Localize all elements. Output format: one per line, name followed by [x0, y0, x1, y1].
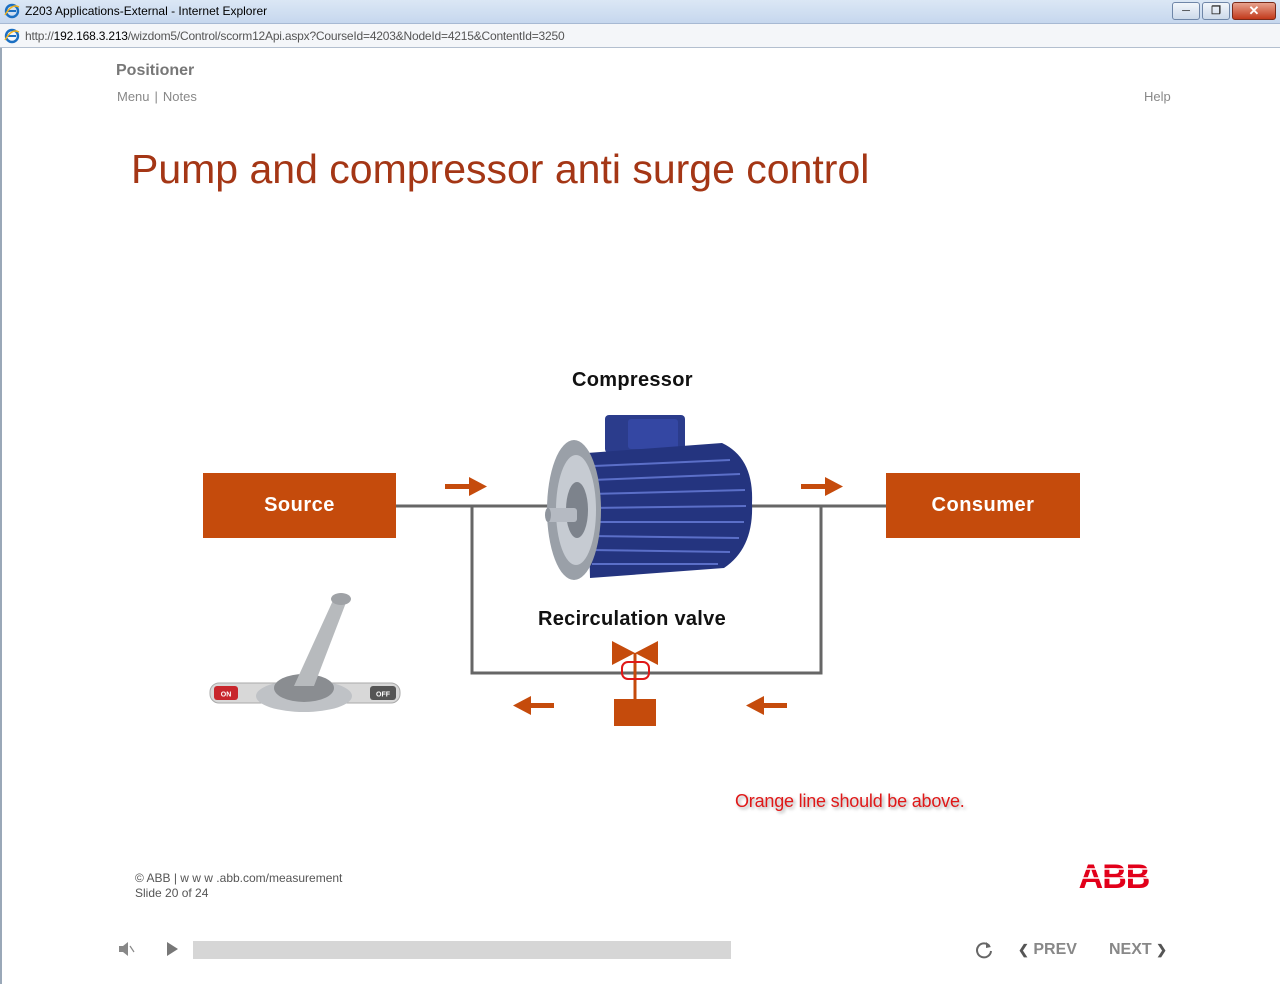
close-icon: ✕ [1248, 3, 1260, 18]
next-button[interactable]: NEXT ❯ [1109, 941, 1167, 959]
flow-arrow-right-2 [801, 477, 843, 496]
address-bar[interactable]: http://192.168.3.213/wizdom5/Control/sco… [0, 24, 1280, 48]
notes-link[interactable]: Notes [162, 89, 197, 104]
menu-link[interactable]: Menu [117, 89, 150, 104]
volume-icon[interactable] [117, 941, 135, 957]
replay-icon[interactable] [974, 940, 994, 960]
url-text[interactable]: http://192.168.3.213/wizdom5/Control/sco… [25, 29, 565, 43]
slide-counter: Slide 20 of 24 [135, 886, 209, 900]
footer-copyright: © ABB | w w w .abb.com/measurement Slide… [135, 871, 342, 901]
play-icon[interactable] [165, 941, 179, 957]
flow-arrow-left-2 [746, 696, 787, 715]
minimize-button[interactable]: ─ [1172, 2, 1200, 20]
compressor-label: Compressor [572, 369, 693, 391]
switch-on-label: ON [221, 692, 232, 699]
window-controls: ─ ❐ ✕ [1170, 2, 1276, 20]
window-title: Z203 Applications-External - Internet Ex… [25, 4, 268, 18]
flow-arrow-right-1 [445, 477, 487, 496]
abb-logo-text: ABB [1079, 860, 1150, 890]
abb-logo: ABB [1075, 860, 1153, 890]
source-label: Source [264, 494, 335, 516]
consumer-box: Consumer [886, 473, 1080, 538]
page-icon [4, 28, 20, 44]
prev-button[interactable]: ❮ PREV [1018, 941, 1077, 959]
close-button[interactable]: ✕ [1232, 2, 1276, 20]
chevron-right-icon: ❯ [1156, 942, 1168, 957]
minimize-icon: ─ [1182, 5, 1190, 17]
restore-icon: ❐ [1211, 5, 1221, 17]
window-titlebar: Z203 Applications-External - Internet Ex… [0, 0, 1280, 24]
progress-bar[interactable] [193, 941, 731, 959]
restore-button[interactable]: ❐ [1202, 2, 1230, 20]
slide-title: Pump and compressor anti surge control [131, 146, 870, 192]
switch-off-label: OFF [376, 692, 391, 699]
consumer-label: Consumer [931, 494, 1035, 516]
internet-explorer-icon [4, 3, 20, 19]
copyright-text: © ABB | w w w .abb.com/measurement [135, 871, 343, 885]
nav-separator: | [154, 89, 158, 104]
url-path: /wizdom5/Control/scorm12Api.aspx?CourseI… [127, 29, 565, 43]
page-content: Positioner Menu | Notes Help Pump and comp… [0, 48, 1280, 984]
help-link[interactable]: Help [1144, 89, 1171, 104]
prev-label: PREV [1033, 941, 1077, 958]
flow-arrow-left-1 [513, 696, 554, 715]
chevron-left-icon: ❮ [1018, 942, 1029, 957]
recirculation-valve-icon [612, 641, 658, 726]
url-host: 192.168.3.213 [53, 29, 128, 43]
url-prefix: http:// [25, 29, 54, 43]
top-nav: Menu | Notes [117, 89, 197, 104]
recirculation-loop [470, 506, 823, 675]
source-box: Source [203, 473, 396, 538]
review-annotation: Orange line should be above. [735, 791, 965, 811]
process-diagram: ON OFF [209, 415, 886, 726]
course-title: Positioner [116, 62, 195, 79]
next-label: NEXT [1109, 941, 1152, 958]
recirculation-valve-label: Recirculation valve [538, 608, 727, 630]
toggle-switch-image[interactable]: ON OFF [209, 593, 401, 712]
compressor-motor-image [545, 415, 753, 580]
